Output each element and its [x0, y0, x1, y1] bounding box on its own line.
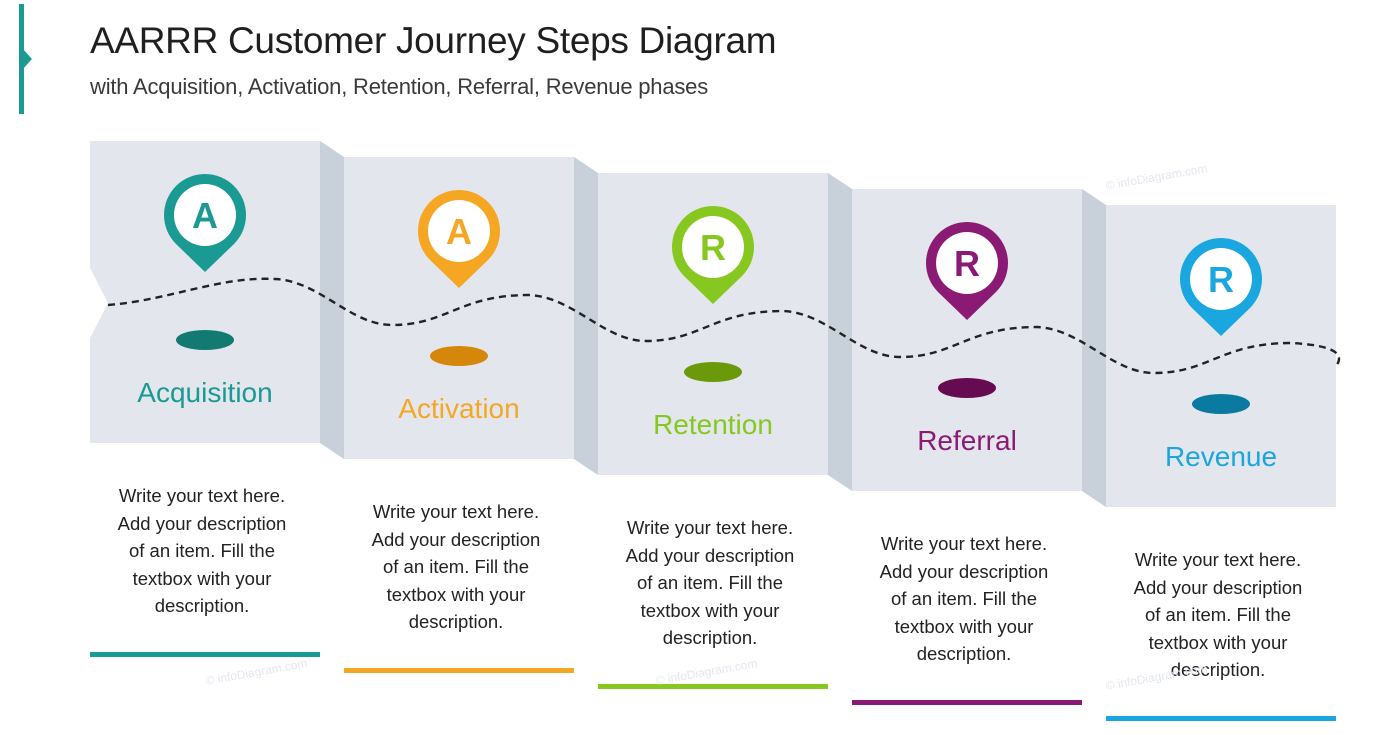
pin-inner-circle	[174, 184, 236, 246]
pin-inner-circle	[428, 200, 490, 262]
description-line: description.	[916, 643, 1012, 664]
description-line: description.	[662, 627, 758, 648]
step-label-revenue: Revenue	[1164, 441, 1278, 472]
description-line: Write your text here.	[118, 485, 286, 506]
pin-letter: A	[192, 195, 218, 236]
description-line: description.	[408, 611, 504, 632]
step-description-activation: Write your text here. Add your descriptio…	[341, 498, 571, 636]
description-line: textbox with your	[132, 567, 272, 589]
pin-marker-acquisition: A	[163, 173, 247, 272]
panel-acquisition	[90, 141, 320, 443]
description-line: Add your description	[625, 544, 795, 566]
page-subtitle: with Acquisition, Activation, Retention,…	[90, 74, 709, 99]
description-line: textbox with your	[640, 599, 780, 621]
pin-marker-revenue: R	[1179, 237, 1263, 336]
step-underline-retention	[598, 684, 828, 689]
pin-marker-referral: R	[925, 221, 1009, 320]
pin-inner-circle	[936, 232, 998, 294]
pin-letter: R	[700, 227, 726, 268]
page-title: AARRR Customer Journey Steps Diagram	[90, 20, 777, 61]
step-description-revenue: Write your text here. Add your descriptio…	[1103, 546, 1333, 684]
description-line: textbox with your	[1148, 631, 1288, 653]
description-line: Write your text here.	[626, 517, 794, 538]
step-label-retention: Retention	[653, 409, 773, 440]
description-line: of an item. Fill the	[1144, 604, 1291, 625]
description-line: of an item. Fill the	[128, 540, 275, 561]
panel-fold	[574, 157, 598, 475]
pin-inner-circle	[1190, 248, 1252, 310]
step-description-retention: Write your text here. Add your descriptio…	[595, 514, 825, 652]
pin-shadow-activation	[430, 346, 488, 366]
description-line: Add your description	[371, 528, 541, 550]
panel-retention	[598, 173, 828, 475]
pin-letter: R	[1208, 259, 1234, 300]
pin-letter: A	[446, 211, 472, 252]
description-line: Add your description	[1133, 576, 1303, 598]
description-line: Write your text here.	[372, 501, 540, 522]
step-underline-acquisition	[90, 652, 320, 657]
step-underline-referral	[852, 700, 1082, 705]
pin-shadow-retention	[684, 362, 742, 382]
description-line: Write your text here.	[1134, 549, 1302, 570]
pin-inner-circle	[682, 216, 744, 278]
panel-fold	[828, 173, 852, 491]
step-underline-revenue	[1106, 716, 1336, 721]
description-line: of an item. Fill the	[890, 588, 1037, 609]
step-label-referral: Referral	[917, 425, 1017, 456]
pin-shadow-revenue	[1192, 394, 1250, 414]
pin-marker-retention: R	[671, 205, 755, 304]
description-line: Write your text here.	[880, 533, 1048, 554]
description-line: of an item. Fill the	[636, 572, 783, 593]
pin-marker-activation: A	[417, 189, 501, 288]
pin-letter: R	[954, 243, 980, 284]
description-line: Add your description	[117, 512, 287, 534]
step-description-referral: Write your text here. Add your descriptio…	[849, 530, 1079, 668]
step-label-acquisition: Acquisition	[137, 377, 273, 408]
step-underline-activation	[344, 668, 574, 673]
step-label-activation: Activation	[398, 393, 520, 424]
description-line: description.	[1170, 659, 1266, 680]
description-line: textbox with your	[386, 583, 526, 605]
description-line: of an item. Fill the	[382, 556, 529, 577]
step-description-acquisition: Write your text here. Add your descriptio…	[87, 482, 317, 620]
panel-revenue	[1106, 205, 1336, 507]
description-line: textbox with your	[894, 615, 1034, 637]
description-line: Add your description	[879, 560, 1049, 582]
title-accent-bar	[19, 4, 32, 114]
pin-shadow-acquisition	[176, 330, 234, 350]
description-line: description.	[154, 595, 250, 616]
journey-dashed-path	[107, 277, 1341, 375]
pin-shadow-referral	[938, 378, 996, 398]
